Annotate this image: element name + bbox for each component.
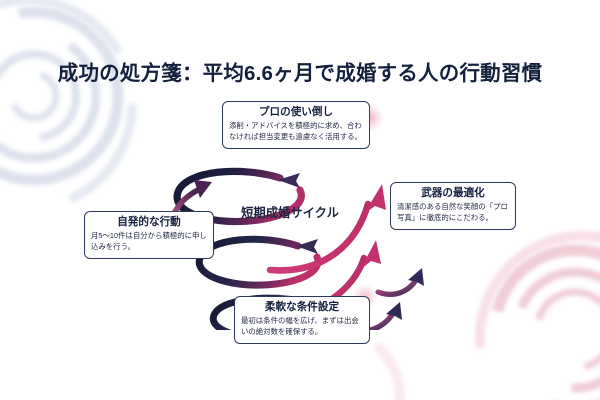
page-title: 成功の処方箋：平均6.6ヶ月で成婚する人の行動習慣 [57, 62, 543, 85]
callout-box-flexible[interactable]: 柔軟な条件設定 最初は条件の幅を広げ、まずは出会いの絶対数を確保する。 [234, 296, 370, 344]
callout-body-action: 月5〜10件は自分から積極的に申し込みを行う。 [91, 231, 207, 251]
callout-box-weapon[interactable]: 武器の最適化 清潔感のある自然な笑顔の「プロ写真」に徹底的にこだわる。 [390, 182, 516, 230]
callout-title-action: 自発的な行動 [117, 216, 181, 228]
callout-body-flexible: 最初は条件の幅を広げ、まずは出会いの絶対数を確保する。 [241, 316, 359, 336]
callout-box-action[interactable]: 自発的な行動 月5〜10件は自分から積極的に申し込みを行う。 [84, 211, 214, 259]
bottom-right-arc-group [489, 244, 600, 400]
callout-body-pro: 添削・アドバイスを積極的に求め、合わなければ担当変更も遠慮なく活用する。 [229, 121, 363, 141]
callout-title-weapon: 武器の最適化 [421, 187, 485, 199]
callout-body-weapon: 清潔感のある自然な笑顔の「プロ写真」に徹底的にこだわる。 [397, 202, 508, 222]
callout-title-pro: プロの使い倒し [258, 106, 334, 118]
loop-arrowhead-mid [296, 239, 318, 254]
top-left-arc-outer [0, 0, 137, 213]
sweep-arrowhead-right [360, 240, 381, 270]
top-left-arc-group [0, 6, 124, 186]
sweep-arrowhead-top [364, 184, 386, 214]
loop-arrowhead-top [278, 173, 300, 188]
callout-box-pro[interactable]: プロの使い倒し 添削・アドバイスを積極的に求め、合わなければ担当変更も遠慮なく活… [222, 101, 370, 149]
bottom-right-arc-outer [475, 231, 600, 400]
diagram-center-label: 短期成婚サイクル [241, 206, 339, 220]
arrow-to-weapon [375, 268, 424, 297]
callout-title-flexible: 柔軟な条件設定 [264, 301, 340, 313]
